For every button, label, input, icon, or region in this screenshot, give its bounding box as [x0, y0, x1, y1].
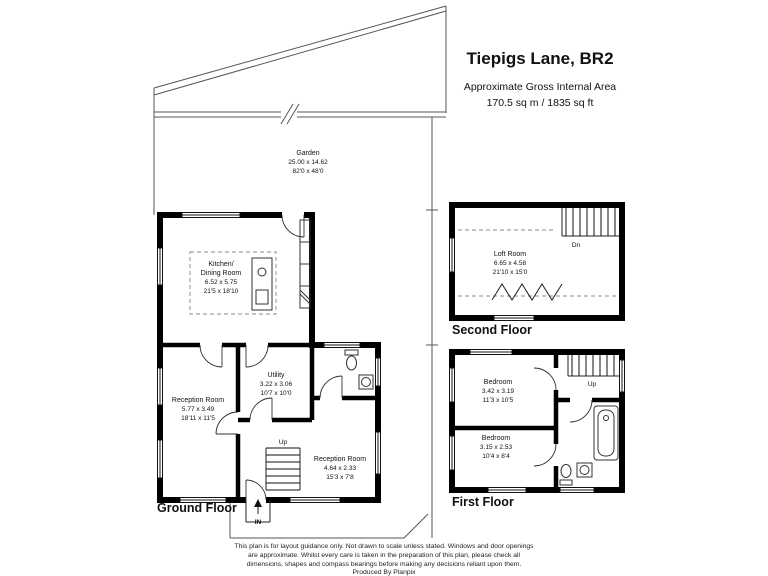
bathtub-inner-icon: [597, 409, 615, 457]
porch-outline: [245, 500, 271, 523]
kitchen-island: [251, 257, 273, 311]
reception2-dims-metric: 4.64 x 2.33: [324, 465, 357, 472]
bedroom2-dims-metric: 3.15 x 2.53: [480, 444, 513, 451]
first-floor-plan: [449, 349, 625, 493]
ground-interior-walls: [160, 342, 378, 500]
sink-icon: [361, 377, 371, 387]
reception1-dims-imperial: 18'11 x 11'5: [181, 415, 215, 422]
first-interior-walls: [452, 352, 622, 490]
ground-door-arcs: [199, 214, 343, 501]
first-exterior-walls: [449, 349, 625, 493]
bedroom1-dims-imperial: 11'3 x 10'5: [483, 397, 514, 404]
kitchen-label-line1: Kitchen/: [208, 261, 233, 268]
sink-counter-icon: [358, 374, 374, 390]
garden-dims-imperial: 82'0 x 48'0: [292, 168, 323, 175]
disclaimer-line1: This plan is for layout guidance only. N…: [234, 543, 534, 550]
toilet-cistern-icon-first: [559, 479, 573, 486]
loft-dims-imperial: 21'10 x 15'0: [493, 269, 528, 276]
kitchen-dims-imperial: 21'5 x 18'10: [204, 288, 239, 295]
entrance-arrow-icon: [254, 499, 262, 507]
toilet-icon: [346, 355, 357, 371]
bathtub-drain-icon: [603, 415, 609, 421]
bedroom2-label: Bedroom: [482, 435, 511, 442]
disclaimer-line3: dimensions, shapes and compass bearings …: [247, 561, 522, 568]
entrance-in-label: IN: [255, 519, 262, 526]
kitchen-dims-metric: 6.52 x 5.75: [205, 279, 238, 286]
second-stairs-dn-label: Dn: [572, 242, 581, 249]
stair-treads-group: [266, 208, 616, 491]
loft-eaves-zigzag: [491, 283, 563, 301]
ground-stairs-up-label: Up: [279, 439, 288, 446]
site-plan: [153, 5, 447, 539]
reception2-dims-imperial: 15'3 x 7'8: [326, 474, 354, 481]
garden-dims-metric: 25.00 x 14.62: [288, 159, 328, 166]
toilet-cistern-icon: [344, 349, 359, 356]
subtitle-area: Approximate Gross Internal Area: [464, 81, 616, 93]
sink-counter-icon-first: [576, 462, 593, 478]
disclaimer-line4: Produced By Planpix: [352, 569, 416, 576]
loft-dims-metric: 6.65 x 4.58: [494, 260, 527, 267]
first-floor-title: First Floor: [452, 495, 514, 509]
bathtub-icon: [593, 405, 619, 461]
second-stairs-outline: [561, 208, 619, 237]
page-title: Tiepigs Lane, BR2: [466, 49, 613, 68]
utility-dims-imperial: 10'7 x 10'0: [260, 390, 291, 397]
second-floor-title: Second Floor: [452, 323, 532, 337]
sink-icon-first: [579, 465, 590, 475]
bedroom1-dims-metric: 3.42 x 3.19: [482, 388, 515, 395]
first-door-arcs: [533, 367, 593, 467]
utility-label: Utility: [267, 372, 285, 379]
labels: Tiepigs Lane, BR2 Approximate Gross Inte…: [157, 49, 616, 576]
utility-dims-metric: 3.22 x 3.06: [260, 381, 293, 388]
ground-exterior-walls: [157, 212, 381, 503]
reception2-label: Reception Room: [314, 456, 366, 463]
windows-group: [157, 212, 625, 503]
kitchen-sink-icon: [257, 267, 267, 277]
reception1-dims-metric: 5.77 x 3.49: [182, 406, 215, 413]
bedroom2-dims-imperial: 10'4 x 8'4: [482, 453, 510, 460]
kitchen-island-dashed-outline: [189, 251, 277, 315]
reception1-label: Reception Room: [172, 397, 224, 404]
second-exterior-walls: [449, 202, 625, 321]
kitchen-label-line2: Dining Room: [201, 270, 242, 277]
loft-headroom-dashed-lines: [458, 229, 616, 297]
kitchen-hob-icon: [255, 289, 269, 305]
first-stairs-up-label: Up: [588, 381, 597, 388]
loft-label: Loft Room: [494, 251, 526, 258]
garden-label: Garden: [296, 150, 319, 157]
bedroom1-label: Bedroom: [484, 379, 513, 386]
subtitle-size: 170.5 sq m / 1835 sq ft: [487, 97, 594, 109]
garden-boundary-lines: [153, 5, 447, 539]
ground-floor-title: Ground Floor: [157, 501, 237, 515]
disclaimer-line2: are approximate. Whilst every care is ta…: [248, 552, 521, 559]
second-floor-plan: [449, 202, 625, 321]
toilet-icon-first: [560, 464, 572, 478]
kitchen-appliance-lines: [299, 241, 311, 305]
